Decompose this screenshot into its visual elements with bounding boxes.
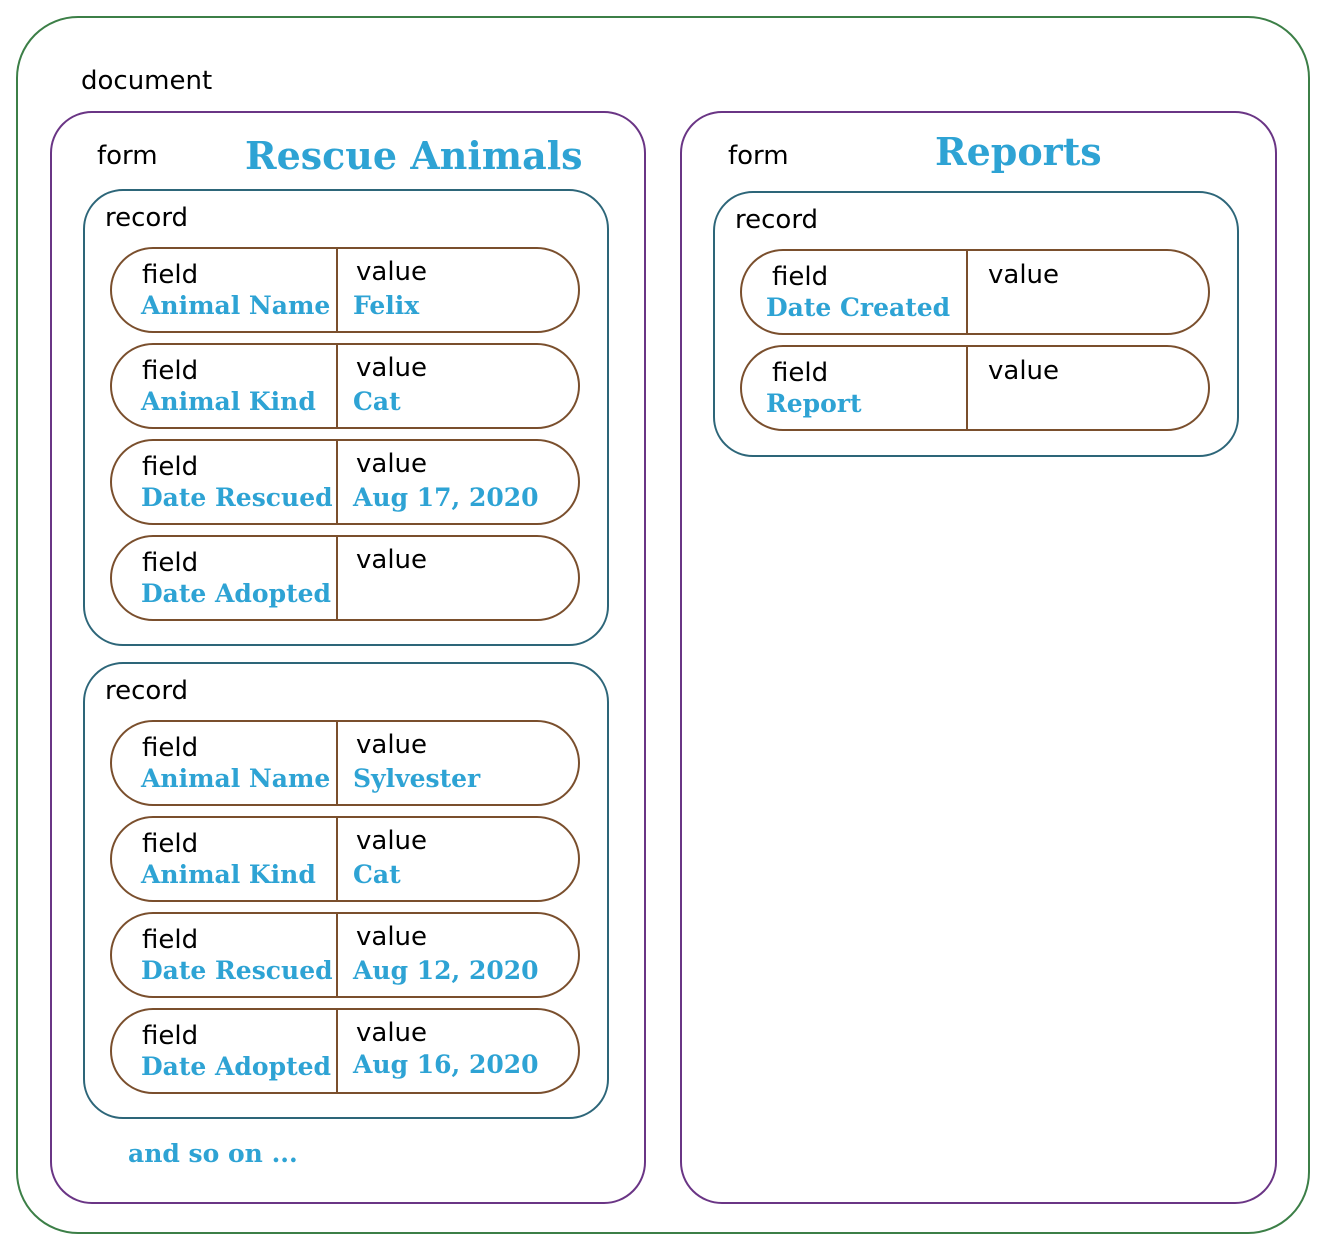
record-label: record <box>105 676 189 706</box>
field-keyword: field <box>142 829 199 859</box>
record-label: record <box>735 205 819 235</box>
field-value: Aug 17, 2020 <box>353 483 539 512</box>
form-title: Reports <box>935 129 1102 174</box>
value-keyword: value <box>356 730 428 760</box>
field-divider <box>336 537 338 619</box>
form-reports <box>680 111 1277 1204</box>
value-keyword: value <box>988 260 1060 290</box>
field-keyword: field <box>772 358 829 388</box>
field-value: Aug 16, 2020 <box>353 1050 539 1079</box>
record-label: record <box>105 203 189 233</box>
field-pill <box>110 343 580 429</box>
field-value: Aug 12, 2020 <box>353 956 539 985</box>
field-keyword: field <box>772 262 829 292</box>
form-rescue-animals <box>50 111 646 1204</box>
field-value: Cat <box>353 860 401 889</box>
field-pill <box>110 439 580 525</box>
field-name: Date Rescued <box>141 483 333 512</box>
record-box <box>83 189 609 646</box>
field-value: Felix <box>353 291 420 320</box>
field-keyword: field <box>142 356 199 386</box>
field-value: Cat <box>353 387 401 416</box>
form-label: form <box>728 141 789 171</box>
field-divider <box>336 722 338 804</box>
value-keyword: value <box>356 1018 428 1048</box>
field-keyword: field <box>142 925 199 955</box>
form-label: form <box>97 141 158 171</box>
field-keyword: field <box>142 548 199 578</box>
field-name: Animal Kind <box>141 387 316 416</box>
field-keyword: field <box>142 452 199 482</box>
field-name: Animal Name <box>141 291 331 320</box>
field-divider <box>966 347 968 429</box>
field-divider <box>336 249 338 331</box>
field-pill <box>110 1008 580 1094</box>
field-divider <box>336 1010 338 1092</box>
record-box <box>713 191 1239 457</box>
value-keyword: value <box>356 545 428 575</box>
value-keyword: value <box>356 353 428 383</box>
field-divider <box>336 818 338 900</box>
field-name: Report <box>766 389 862 418</box>
field-pill <box>740 249 1210 335</box>
field-pill <box>110 816 580 902</box>
field-pill <box>110 535 580 621</box>
document-label: document <box>81 66 213 96</box>
field-pill <box>110 720 580 806</box>
form-title: Rescue Animals <box>245 133 583 178</box>
field-pill <box>110 247 580 333</box>
value-keyword: value <box>356 826 428 856</box>
record-box <box>83 662 609 1119</box>
field-value: Sylvester <box>353 764 481 793</box>
field-name: Animal Kind <box>141 860 316 889</box>
field-divider <box>336 345 338 427</box>
field-keyword: field <box>142 260 199 290</box>
value-keyword: value <box>356 922 428 952</box>
field-keyword: field <box>142 733 199 763</box>
field-pill <box>740 345 1210 431</box>
value-keyword: value <box>988 356 1060 386</box>
field-name: Date Rescued <box>141 956 333 985</box>
field-pill <box>110 912 580 998</box>
value-keyword: value <box>356 449 428 479</box>
continuation-note: and so on ... <box>128 1139 298 1168</box>
value-keyword: value <box>356 257 428 287</box>
field-name: Date Adopted <box>141 579 332 608</box>
field-keyword: field <box>142 1021 199 1051</box>
field-divider <box>966 251 968 333</box>
field-name: Date Adopted <box>141 1052 332 1081</box>
field-name: Date Created <box>766 293 951 322</box>
document-container <box>16 16 1310 1234</box>
field-name: Animal Name <box>141 764 331 793</box>
field-divider <box>336 914 338 996</box>
field-divider <box>336 441 338 523</box>
